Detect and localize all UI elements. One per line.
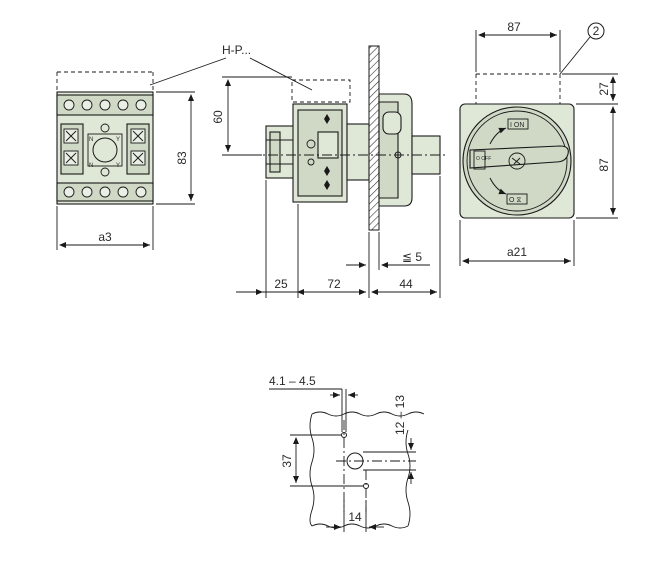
dim-drill-14: 14	[348, 510, 362, 524]
knob-on-label: I ON	[510, 122, 524, 129]
dim-44: 44	[399, 277, 413, 291]
dim-87-height: 87	[597, 158, 611, 172]
dim-60: 60	[211, 110, 225, 124]
knob-lock-label: O ⧖	[509, 197, 521, 204]
dim-72: 72	[327, 277, 341, 291]
svg-text:N: N	[89, 163, 93, 169]
front-view: I ON O OFF O ⧖ 87 2 27 87 a21	[459, 20, 618, 266]
hp-label: H-P...	[222, 43, 251, 57]
dim-le5: ≦ 5	[402, 250, 422, 264]
drilling-pattern: 4.1 – 4.5 12 – 13 37 14	[269, 374, 425, 532]
svg-text:Y: Y	[116, 137, 120, 143]
dim-drill-12-13: 12 – 13	[393, 395, 407, 435]
dim-a3: a3	[98, 230, 112, 244]
dim-a21: a21	[507, 245, 527, 259]
side-view: 60 25 72 44 ≦ 5	[211, 45, 448, 298]
svg-text:Y: Y	[116, 163, 120, 169]
contact-block-view: N N Y Y 83 a3	[56, 71, 195, 250]
dim-drill-diameter: 4.1 – 4.5	[269, 374, 316, 388]
dim-25: 25	[274, 277, 288, 291]
dim-83: 83	[175, 151, 189, 165]
svg-text:N: N	[89, 137, 93, 143]
dim-27: 27	[597, 82, 611, 96]
callout-2: 2	[593, 24, 600, 38]
dim-87-width: 87	[507, 20, 521, 34]
dim-drill-37: 37	[280, 454, 294, 468]
knob-off-label: O OFF	[476, 156, 491, 162]
